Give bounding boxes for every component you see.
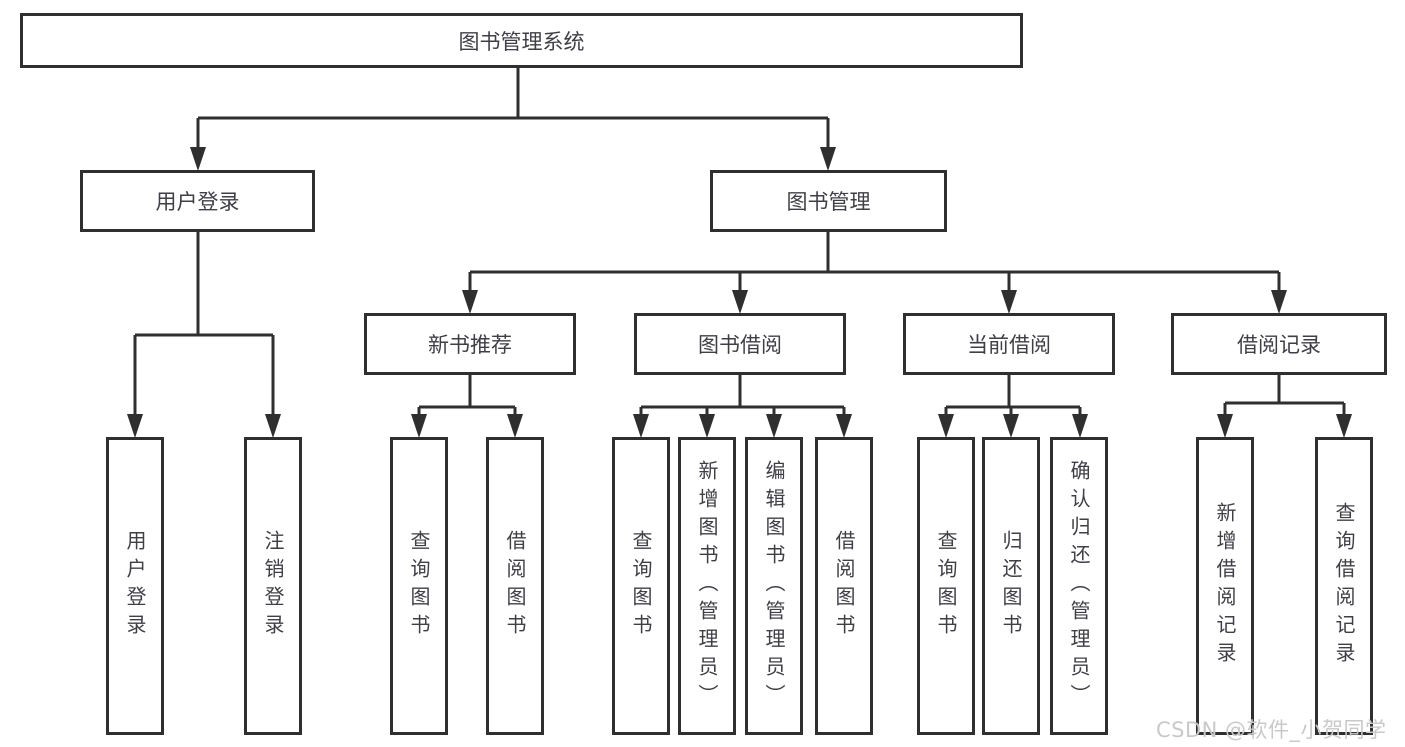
node-label: 新增借阅记录 [1213, 502, 1237, 670]
node-label: 查询图书 [629, 530, 653, 642]
node-user-login-group: 用户登录 [80, 170, 315, 232]
node-label: 查询图书 [934, 530, 958, 642]
node-label: 归还图书 [999, 530, 1023, 642]
node-library-management-system: 图书管理系统 [20, 13, 1023, 68]
leaf-query-borrow-record: 查询借阅记录 [1315, 437, 1373, 735]
node-label: 注销登录 [261, 530, 285, 642]
node-borrowing-records: 借阅记录 [1171, 313, 1387, 375]
leaf-confirm-return-admin: 确认归还（管理员） [1050, 437, 1108, 735]
node-label: 用户登录 [155, 190, 240, 214]
leaf-query-books-current: 查询图书 [917, 437, 975, 735]
node-label: 借阅图书 [503, 530, 527, 642]
node-label: 新增图书（管理员） [695, 460, 719, 712]
arrowheads [127, 147, 1352, 438]
node-label: 新书推荐 [428, 333, 512, 357]
node-label: 查询借阅记录 [1332, 502, 1356, 670]
node-new-book-recommend: 新书推荐 [364, 313, 576, 375]
node-label: 借阅记录 [1237, 333, 1321, 357]
leaf-return-book: 归还图书 [982, 437, 1040, 735]
connector-lines [133, 66, 1346, 416]
leaf-edit-book-admin: 编辑图书（管理员） [745, 437, 803, 735]
leaf-add-book-admin: 新增图书（管理员） [678, 437, 736, 735]
leaf-user-login: 用户登录 [106, 437, 164, 735]
leaf-logout: 注销登录 [244, 437, 302, 735]
leaf-query-books-borrow: 查询图书 [612, 437, 670, 735]
node-label: 图书管理系统 [458, 29, 585, 54]
leaf-add-borrow-record: 新增借阅记录 [1196, 437, 1254, 735]
leaf-borrow-books-recommend: 借阅图书 [486, 437, 544, 735]
node-current-borrowing: 当前借阅 [903, 313, 1115, 375]
node-label: 当前借阅 [967, 333, 1051, 357]
node-label: 借阅图书 [832, 530, 856, 642]
node-label: 查询图书 [407, 530, 431, 642]
node-book-management: 图书管理 [710, 170, 947, 232]
node-label: 用户登录 [123, 530, 147, 642]
node-label: 图书借阅 [698, 333, 782, 357]
leaf-borrow-books: 借阅图书 [815, 437, 873, 735]
node-label: 编辑图书（管理员） [762, 460, 786, 712]
node-label: 确认归还（管理员） [1067, 460, 1091, 712]
node-label: 图书管理 [786, 190, 871, 214]
node-book-borrowing: 图书借阅 [634, 313, 846, 375]
csdn-watermark: CSDN @软件_小贺同学 [1156, 718, 1387, 742]
leaf-query-books-recommend: 查询图书 [390, 437, 448, 735]
